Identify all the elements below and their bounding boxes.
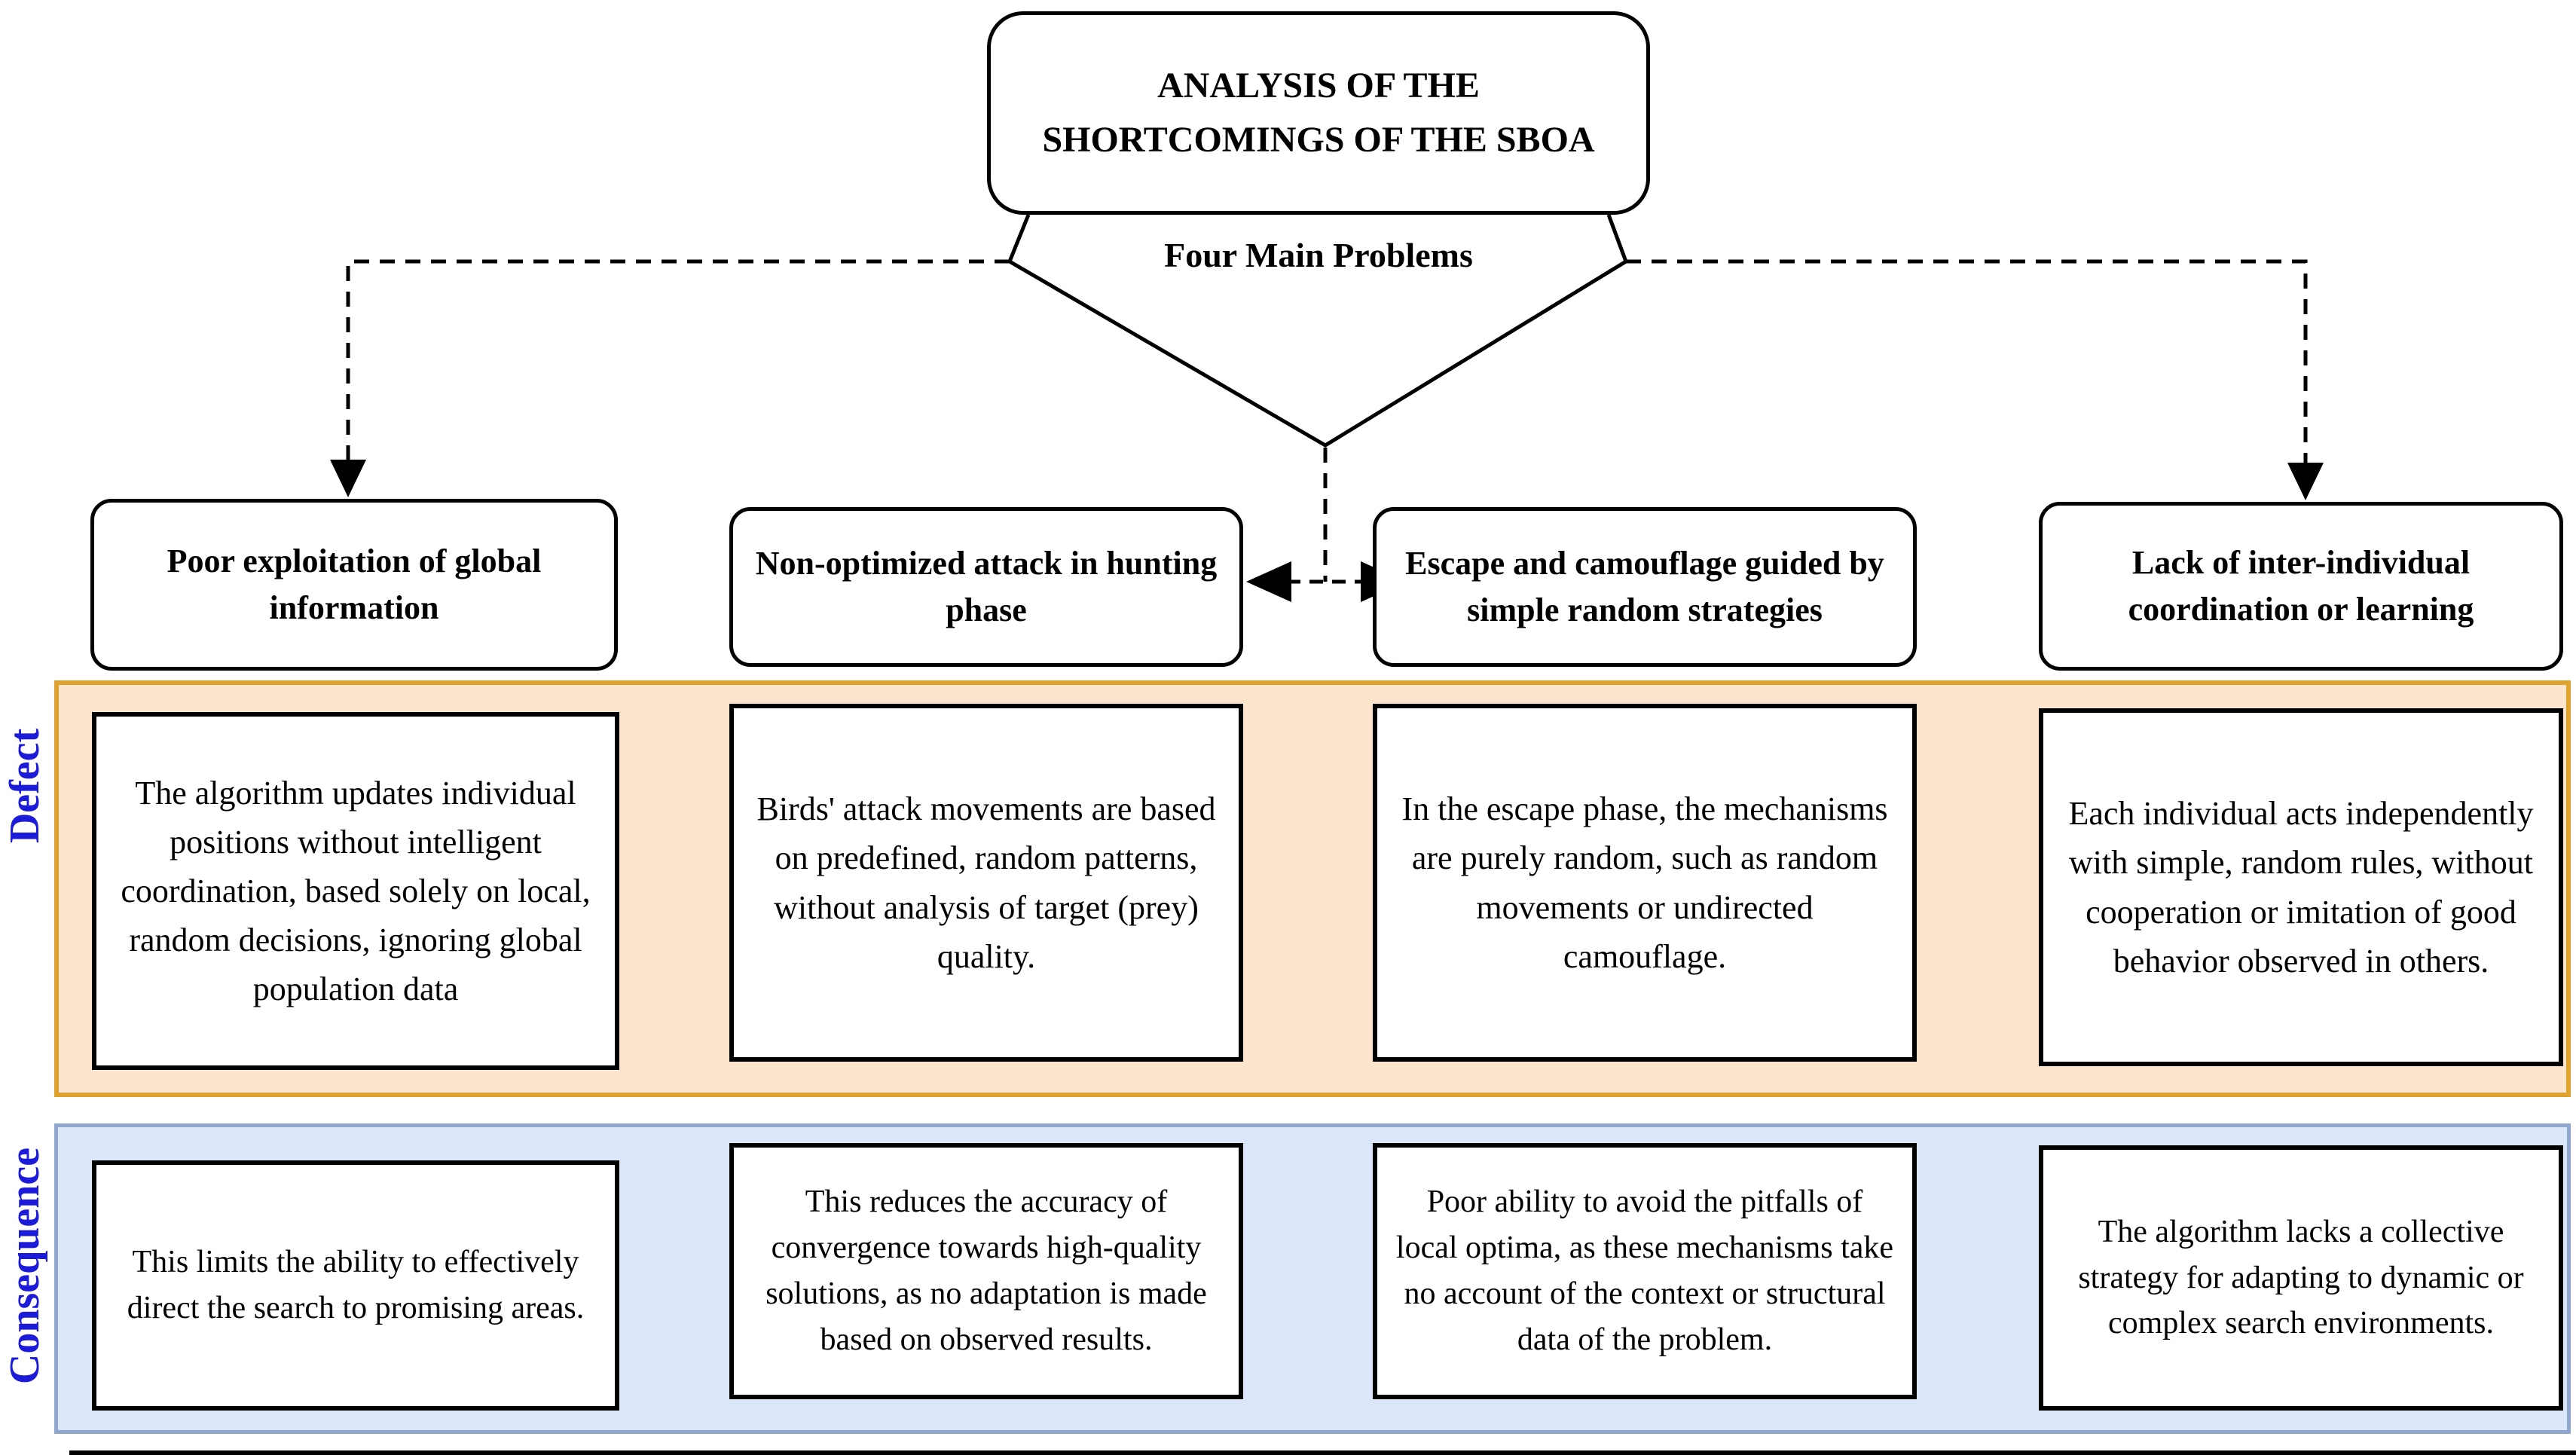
defect-2-text: Birds' attack movements are based on pre… xyxy=(756,790,1216,975)
problem-box-1: Poor exploitation of global information xyxy=(90,499,618,671)
decision-label: Four Main Problems xyxy=(1164,236,1473,274)
diagram-title-box: ANALYSIS OF THE SHORTCOMINGS OF THE SBOA xyxy=(987,11,1650,215)
consequence-cell-1: This limits the ability to effectively d… xyxy=(92,1160,619,1411)
consequence-3-text: Poor ability to avoid the pitfalls of lo… xyxy=(1395,1184,1894,1357)
defect-4-text: Each individual acts independently with … xyxy=(2068,795,2534,980)
defect-cell-4: Each individual acts independently with … xyxy=(2039,708,2563,1066)
defect-3-text: In the escape phase, the mechanisms are … xyxy=(1401,790,1888,975)
consequence-1-text: This limits the ability to effectively d… xyxy=(127,1245,585,1325)
consequence-cell-2: This reduces the accuracy of convergence… xyxy=(729,1143,1243,1399)
problem-box-4: Lack of inter-individual coordination or… xyxy=(2039,502,2563,671)
defect-row-label: Defect xyxy=(1,723,49,848)
problem-box-2: Non-optimized attack in hunting phase xyxy=(729,507,1243,667)
consequence-row-label: Consequence xyxy=(1,1142,50,1389)
dashed-connector-left xyxy=(346,259,1010,461)
dashed-connector-right xyxy=(1626,259,2308,464)
problem-box-3: Escape and camouflage guided by simple r… xyxy=(1373,507,1917,667)
bottom-rule xyxy=(69,1450,2576,1455)
consequence-cell-4: The algorithm lacks a collective strateg… xyxy=(2039,1145,2563,1411)
arrowhead-down-left xyxy=(330,460,366,497)
defect-cell-2: Birds' attack movements are based on pre… xyxy=(729,704,1243,1062)
consequence-4-text: The algorithm lacks a collective strateg… xyxy=(2078,1214,2524,1341)
arrowhead-left-to-problem2 xyxy=(1246,561,1291,602)
arrowhead-down-right xyxy=(2287,463,2324,500)
problem-3-text: Escape and camouflage guided by simple r… xyxy=(1405,544,1884,628)
defect-cell-3: In the escape phase, the mechanisms are … xyxy=(1373,704,1917,1062)
consequence-2-text: This reduces the accuracy of convergence… xyxy=(765,1184,1207,1357)
problem-1-text: Poor exploitation of global information xyxy=(167,542,542,626)
defect-cell-1: The algorithm updates individual positio… xyxy=(92,712,619,1070)
defect-1-text: The algorithm updates individual positio… xyxy=(121,774,591,1008)
problem-2-text: Non-optimized attack in hunting phase xyxy=(755,544,1218,628)
consequence-row-label-wrap: Consequence xyxy=(0,1089,50,1443)
defect-row-label-wrap: Defect xyxy=(0,673,50,899)
diagram-title: ANALYSIS OF THE SHORTCOMINGS OF THE SBOA xyxy=(1042,66,1595,160)
problem-4-text: Lack of inter-individual coordination or… xyxy=(2128,543,2474,628)
consequence-cell-3: Poor ability to avoid the pitfalls of lo… xyxy=(1373,1143,1917,1399)
